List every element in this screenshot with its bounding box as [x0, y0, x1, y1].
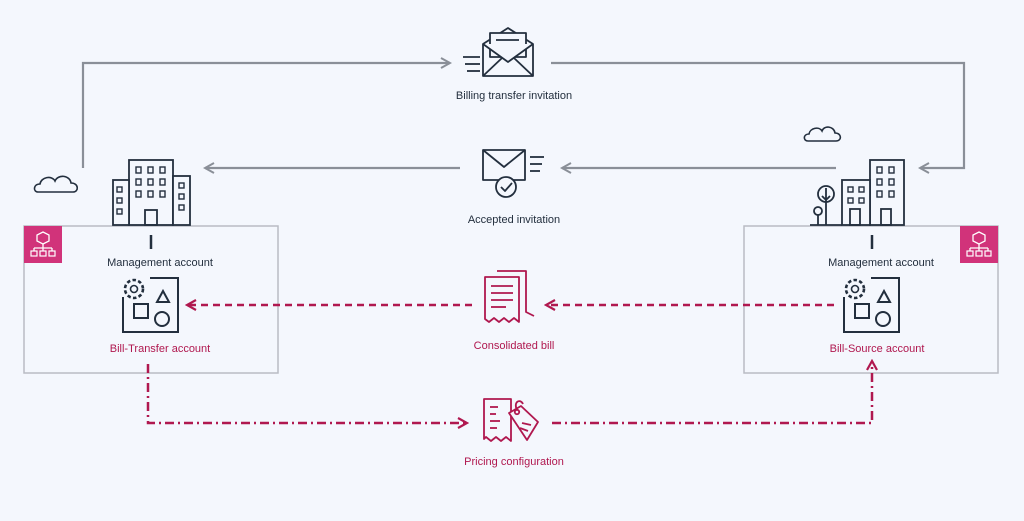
left-organization-box — [23, 225, 279, 374]
office-building-icon — [112, 159, 191, 226]
envelope-check-icon — [482, 149, 544, 198]
left-management-account-label: Management account — [107, 257, 213, 269]
pricing-configuration-label: Pricing configuration — [464, 456, 564, 468]
accepted-invitation-label: Accepted invitation — [467, 214, 561, 226]
cloud-icon — [803, 126, 842, 142]
bill-source-account-label: Bill-Source account — [829, 343, 925, 355]
consolidated-bill-label: Consolidated bill — [473, 340, 555, 352]
organization-icon — [960, 226, 998, 263]
account-resources-icon — [122, 277, 179, 333]
office-building-icon — [810, 159, 905, 226]
envelope-open-icon — [463, 27, 534, 77]
pricing-configuration-connector — [146, 361, 872, 423]
cloud-icon — [33, 175, 79, 193]
invitation-connector — [81, 63, 966, 168]
bill-transfer-account-label: Bill-Transfer account — [109, 343, 211, 355]
billing-transfer-invitation-label: Billing transfer invitation — [455, 90, 573, 102]
right-management-account-label: Management account — [828, 257, 934, 269]
bill-document-icon — [484, 270, 535, 323]
price-tag-icon — [483, 398, 539, 442]
account-resources-icon — [843, 277, 900, 333]
organization-icon — [24, 226, 62, 263]
